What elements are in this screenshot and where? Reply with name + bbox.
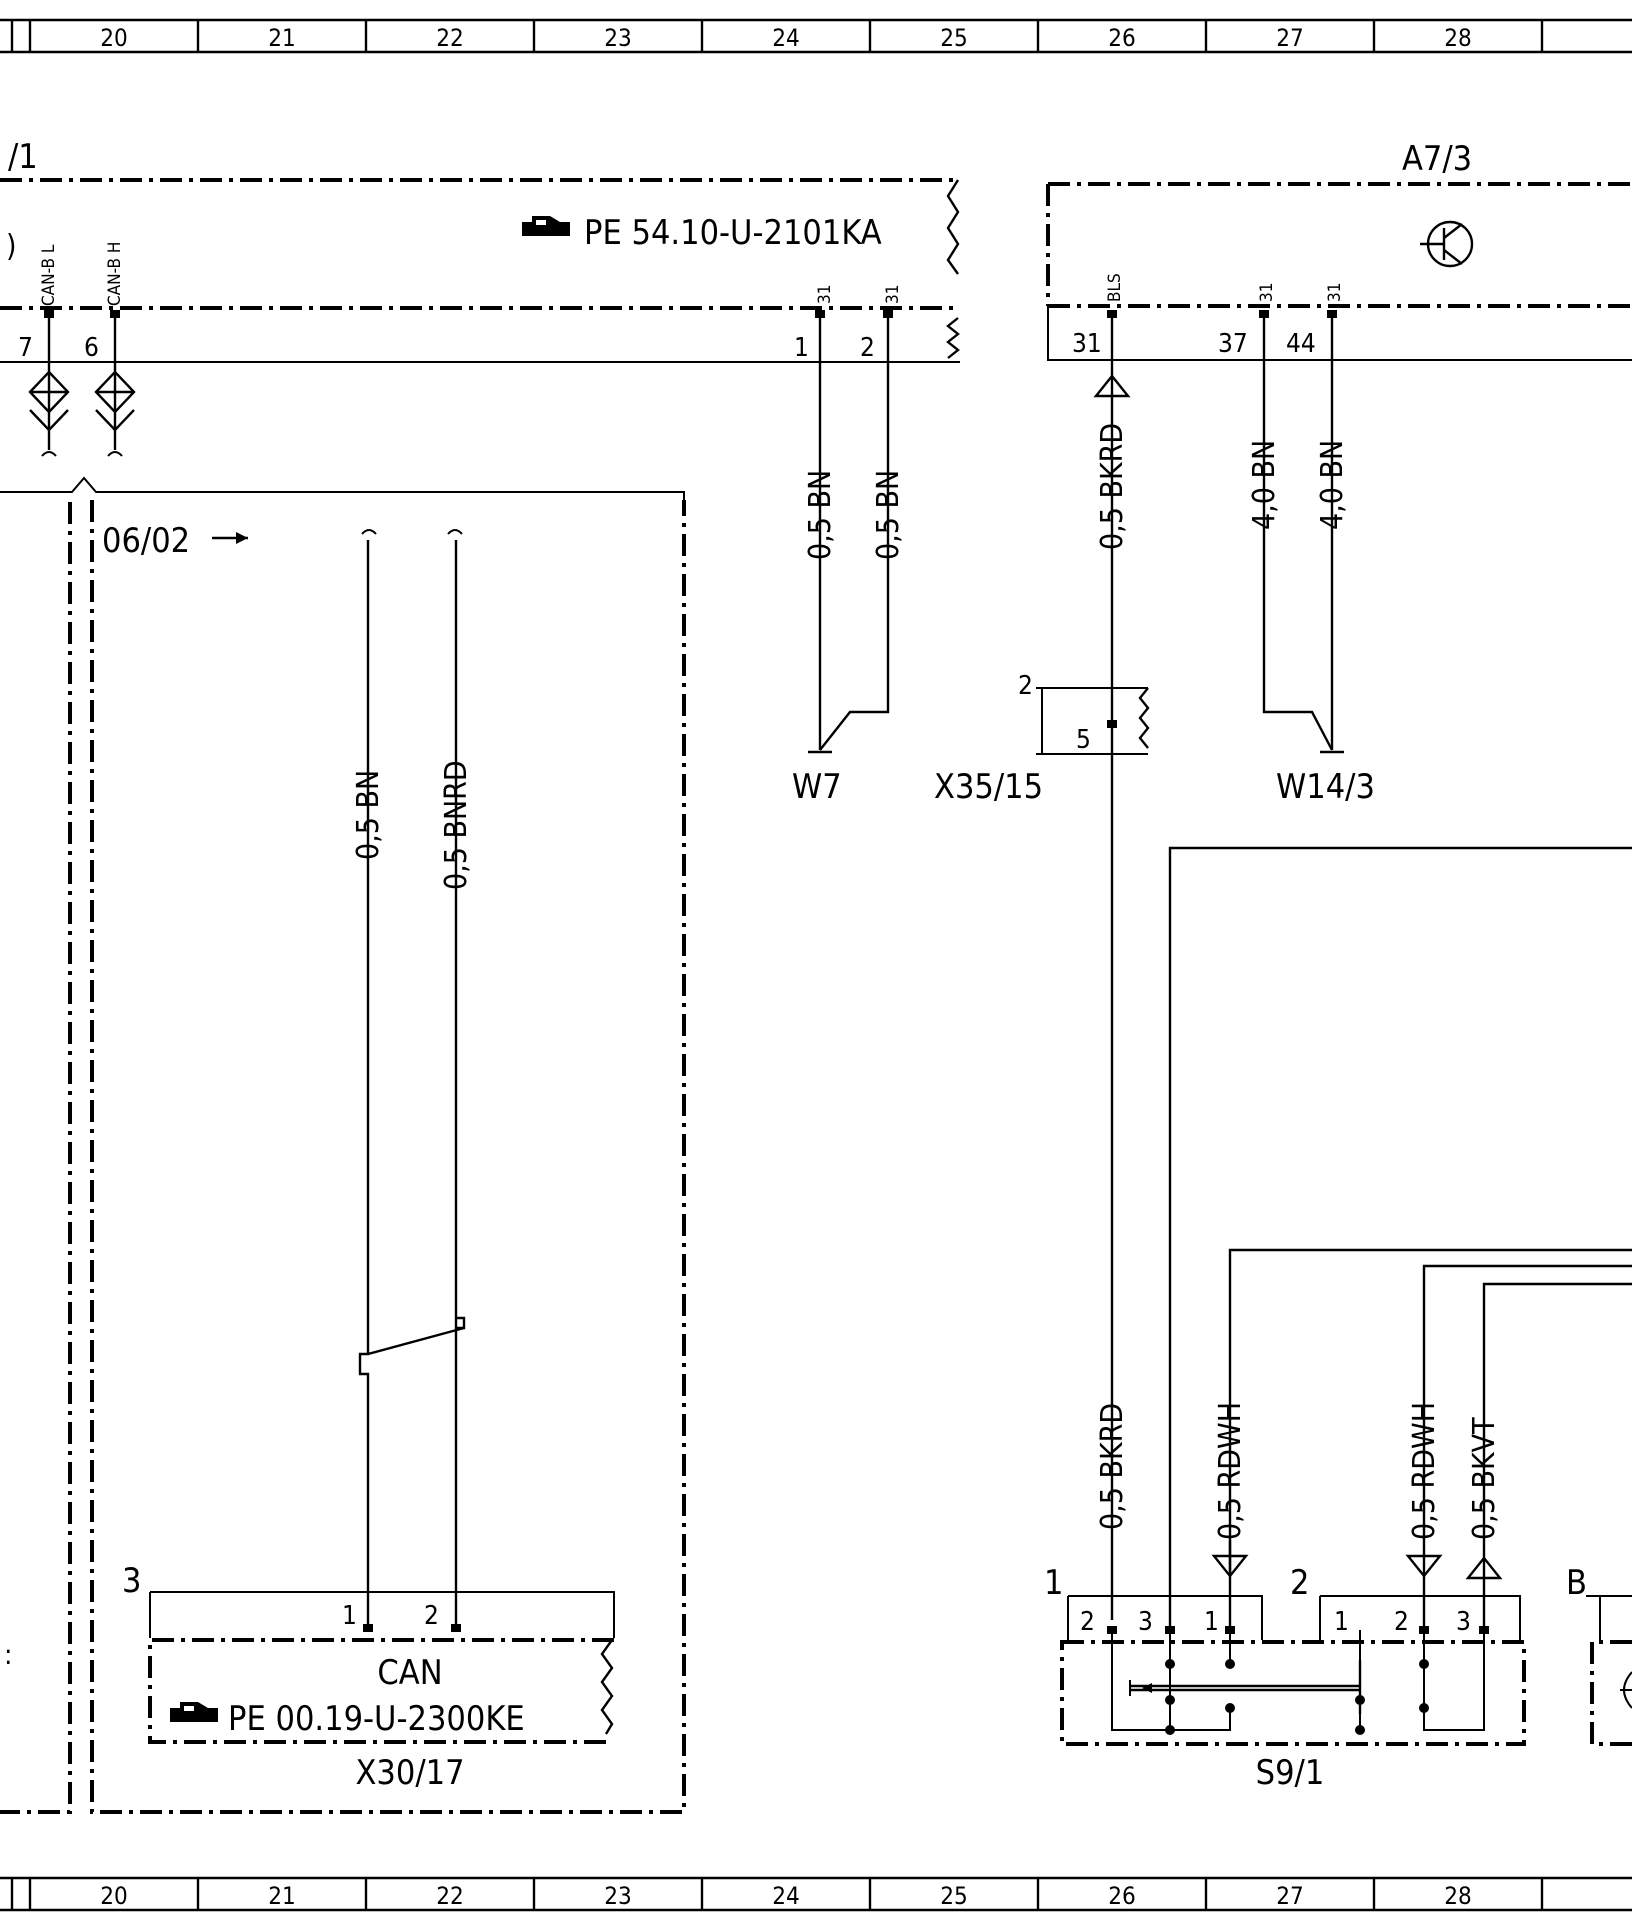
grid-col-26-bottom: 26 <box>1108 1882 1135 1910</box>
inset-frame: 06/02 : <box>0 476 686 1814</box>
wire-w7-a: 0,5 BN <box>803 470 838 560</box>
x30-17-number: 3 <box>122 1561 141 1601</box>
grid-col-24: 24 <box>772 24 799 52</box>
s9-1-ref: S9/1 <box>1256 1753 1325 1793</box>
s9-1-pin-g2-1: 1 <box>1334 1607 1349 1637</box>
s9-1-pin-g2-3: 3 <box>1456 1607 1471 1637</box>
x30-17-label: CAN <box>377 1653 442 1693</box>
pin-37: 37 <box>1218 329 1248 359</box>
s9-1-pin-2: 2 <box>1080 1607 1095 1637</box>
wire-s9-rdwh-1: 0,5 RDWH <box>1213 1402 1248 1540</box>
grid-ruler-top: 20 21 22 23 24 25 26 27 28 <box>0 18 1632 54</box>
signal-can-b-h: CAN-B H <box>105 242 125 306</box>
w7-wires: 0,5 BN 0,5 BN W7 <box>792 318 906 807</box>
s9-1-group2-no: 2 <box>1290 1563 1309 1603</box>
wire-can-l: 0,5 BN <box>351 770 386 860</box>
x35-15-number: 2 <box>1018 671 1033 701</box>
wire-s9-bkrd: 0,5 BKRD <box>1095 1403 1130 1530</box>
left-control-module: /1 ) PE 54.10-U-2101KA CAN-B L CAN-B H 7… <box>0 137 960 457</box>
x35-15-ref: X35/15 <box>934 767 1043 807</box>
grid-col-21: 21 <box>268 24 295 52</box>
pin-tag-31-a: 31 <box>815 285 835 304</box>
a7-3-module: A7/3 BLS 31 31 31 37 44 <box>1046 139 1632 361</box>
wire-s9-bkvt: 0,5 BKVT <box>1467 1417 1502 1540</box>
signal-can-b-l: CAN-B L <box>39 244 59 306</box>
x30-17-pin-1: 1 <box>342 1601 357 1631</box>
edge-glyph: ) <box>6 229 17 264</box>
grid-col-21-bottom: 21 <box>268 1882 295 1910</box>
s9-1-pin-g2-2: 2 <box>1394 1607 1409 1637</box>
grid-col-27: 27 <box>1276 24 1303 52</box>
grid-col-20-bottom: 20 <box>100 1882 127 1910</box>
s9-1-wires: 0,5 RDWH 0,5 RDWH 0,5 BKVT <box>1168 846 1632 1630</box>
grid-col-22: 22 <box>436 24 463 52</box>
transistor-icon <box>1420 220 1474 268</box>
wire-bls: 0,5 BKRD <box>1095 423 1130 550</box>
grid-col-28-bottom: 28 <box>1444 1882 1471 1910</box>
pin-tag-31-b: 31 <box>883 285 903 304</box>
b-partial-component: B <box>1566 1563 1632 1746</box>
grid-col-24-bottom: 24 <box>772 1882 799 1910</box>
grid-col-20: 20 <box>100 24 127 52</box>
x35-15-connector: 2 5 X35/15 <box>934 671 1150 807</box>
s9-1-switch: 1 2 2 3 1 1 2 3 S9/1 <box>1044 1563 1526 1793</box>
inset-date: 06/02 <box>102 521 190 561</box>
left-module-ref: /1 <box>8 137 38 177</box>
pin-2: 2 <box>860 333 875 363</box>
reference-hand-icon <box>170 1702 218 1722</box>
a7-3-ref: A7/3 <box>1402 139 1472 179</box>
x35-15-pin-5: 5 <box>1076 725 1091 755</box>
grid-col-25-bottom: 25 <box>940 1882 967 1910</box>
wire-w14-a: 4,0 BN <box>1247 440 1282 530</box>
w14-3-wires: 4,0 BN 4,0 BN W14/3 <box>1247 318 1375 807</box>
bls-wire: 0,5 BKRD 0,5 BKRD <box>1093 318 1131 1620</box>
pin-6: 6 <box>84 333 99 363</box>
wire-can-h: 0,5 BNRD <box>439 760 474 890</box>
ground-w14-3: W14/3 <box>1276 767 1375 807</box>
x30-17-ref-doc: PE 00.19-U-2300KE <box>228 1699 525 1739</box>
x30-17-ref: X30/17 <box>355 1753 464 1793</box>
pin-tag-31-c: 31 <box>1257 283 1277 302</box>
s9-1-pin-3: 3 <box>1138 1607 1153 1637</box>
pin-31: 31 <box>1072 329 1102 359</box>
wire-w7-b: 0,5 BN <box>871 470 906 560</box>
grid-col-26: 26 <box>1108 24 1135 52</box>
grid-col-27-bottom: 27 <box>1276 1882 1303 1910</box>
reference-hand-icon <box>522 216 570 236</box>
pin-44: 44 <box>1286 329 1316 359</box>
twisted-pair-symbol <box>28 370 136 457</box>
grid-col-23: 23 <box>604 24 631 52</box>
grid-ruler-bottom: 20 21 22 23 24 25 26 27 28 <box>0 1876 1632 1912</box>
s9-1-pin-1: 1 <box>1204 1607 1219 1637</box>
grid-col-28: 28 <box>1444 24 1471 52</box>
x30-17-pin-2: 2 <box>424 1601 439 1631</box>
pin-tag-bls: BLS <box>1105 273 1125 302</box>
left-module-ref-doc: PE 54.10-U-2101KA <box>584 213 882 253</box>
grid-col-25: 25 <box>940 24 967 52</box>
x30-17-connector: 3 1 2 CAN PE 00.19-U-2300KE X30/17 <box>122 1561 615 1793</box>
s9-1-group1-no: 1 <box>1044 1563 1063 1603</box>
pin-7: 7 <box>18 333 33 363</box>
can-wires: 0,5 BN 0,5 BNRD <box>351 529 474 1628</box>
pin-1: 1 <box>794 333 809 363</box>
b-ref: B <box>1566 1563 1587 1603</box>
ground-w7: W7 <box>792 767 842 807</box>
wire-s9-rdwh-2: 0,5 RDWH <box>1407 1402 1442 1540</box>
edge-glyph-left: : <box>4 1638 13 1671</box>
grid-col-22-bottom: 22 <box>436 1882 463 1910</box>
wire-w14-b: 4,0 BN <box>1315 440 1350 530</box>
pin-tag-31-d: 31 <box>1325 283 1345 302</box>
grid-col-23-bottom: 23 <box>604 1882 631 1910</box>
